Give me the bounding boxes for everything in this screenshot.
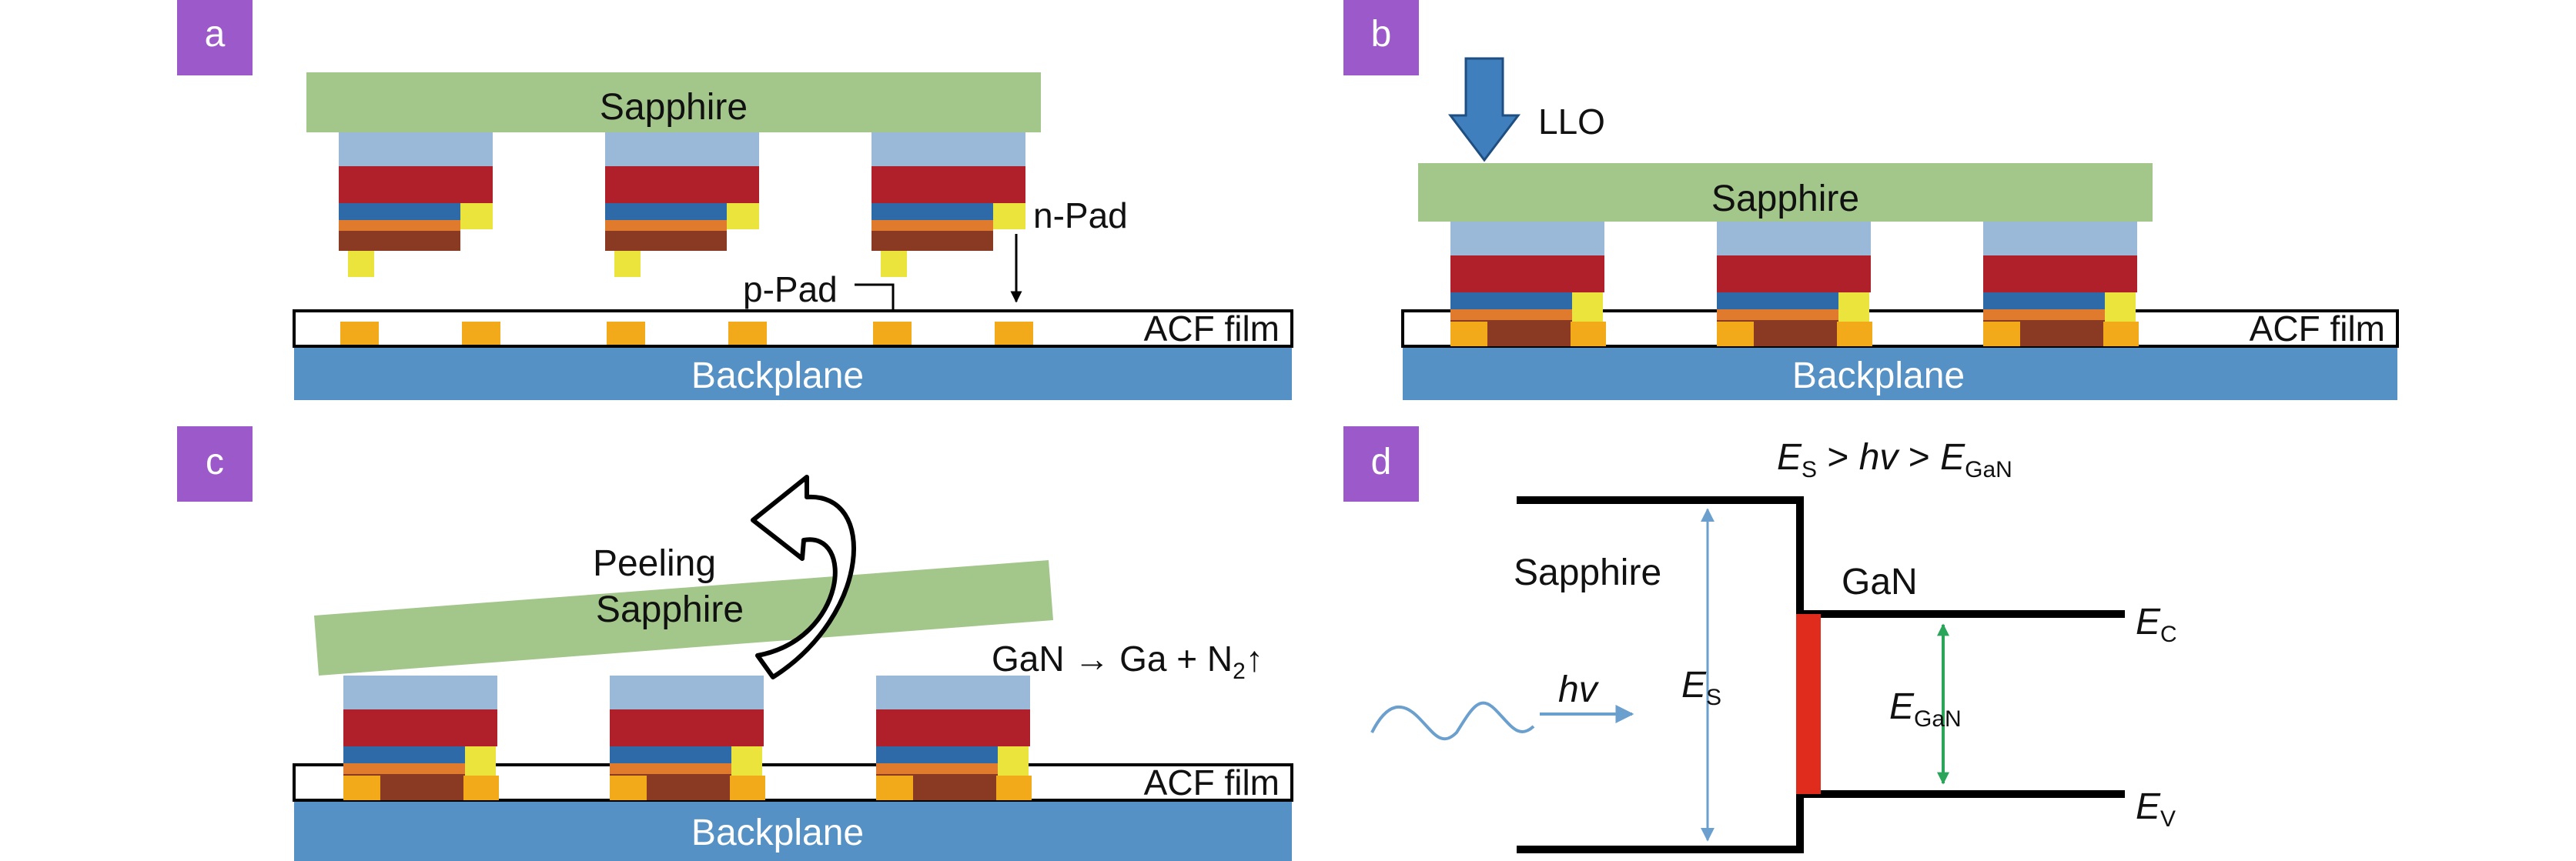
p-pad-label: p-Pad — [743, 269, 838, 309]
panel-label-c: c — [206, 442, 224, 482]
panel-label-a: a — [205, 14, 226, 55]
conduction-band-edge — [1517, 496, 2125, 618]
n-pad — [993, 203, 1025, 229]
ec-label: EC — [2136, 602, 2177, 647]
led-chip — [1717, 222, 1872, 346]
panel-label-a-box — [177, 0, 253, 75]
acf-film-label: ACF film — [2250, 309, 2385, 349]
led-chip — [343, 676, 499, 800]
sapphire-substrate — [306, 72, 1041, 132]
panel-c: c Peeling Sapphire GaN → Ga + N2↑ — [177, 426, 1293, 861]
led-chip — [610, 676, 765, 800]
photon-wave-icon — [1370, 701, 1535, 741]
panel-a: a Sapphire — [177, 0, 1293, 400]
peeling-label: Peeling — [593, 543, 716, 584]
led-chip — [876, 676, 1032, 800]
valence-band-edge — [1517, 790, 2125, 853]
n-pad — [460, 203, 493, 229]
backplane — [294, 348, 1292, 400]
llo-label: LLO — [1538, 102, 1605, 142]
n-pad-label: n-Pad — [1033, 195, 1128, 235]
sapphire-substrate — [1418, 163, 2153, 222]
p-pad — [614, 251, 641, 277]
backplane-label: Backplane — [691, 813, 864, 853]
p-pad — [881, 251, 907, 277]
sapphire-label: Sapphire — [1514, 552, 1661, 593]
led-chip — [1983, 222, 2139, 346]
panel-label-d-box — [1343, 426, 1419, 502]
llo-arrow-icon — [1447, 57, 1521, 162]
es-label: ES — [1681, 665, 1721, 710]
backplane-contact-pads — [340, 322, 1033, 345]
sapphire-label: Sapphire — [596, 589, 744, 630]
led-chip — [339, 132, 493, 277]
gan-label: GaN — [1842, 562, 1918, 602]
peeling-sapphire-substrate — [314, 560, 1053, 676]
panel-label-b-box — [1343, 0, 1419, 75]
backplane-label: Backplane — [691, 355, 864, 396]
panel-label-c-box — [177, 426, 253, 502]
acf-film-label: ACF film — [1144, 763, 1280, 803]
peeling-arrow-icon — [751, 475, 856, 679]
led-chip — [1450, 222, 1606, 346]
energy-condition: ES > hv > EGaN — [1777, 437, 2012, 482]
panel-label-d: d — [1371, 442, 1392, 482]
panel-label-b: b — [1371, 14, 1392, 55]
led-chip — [871, 132, 1025, 277]
hv-label: hv — [1558, 669, 1600, 710]
sapphire-label: Sapphire — [600, 87, 748, 128]
reaction-equation: GaN → Ga + N2↑ — [992, 639, 1263, 684]
backplane-label: Backplane — [1792, 355, 1965, 396]
acf-film-label: ACF film — [1144, 309, 1280, 349]
ev-label: EV — [2136, 786, 2176, 832]
p-pad — [348, 251, 374, 277]
acf-film — [293, 309, 1293, 348]
panel-b: b LLO Sapphire — [1343, 0, 2399, 400]
backplane — [1403, 348, 2397, 400]
sapphire-label: Sapphire — [1711, 179, 1859, 219]
led-chip — [605, 132, 759, 277]
n-pad — [727, 203, 759, 229]
backplane — [294, 802, 1292, 861]
panel-d: d ES > hv > EGaN Sapphire GaN ES EGaN EC… — [1343, 426, 2177, 853]
egan-label: EGaN — [1889, 686, 1962, 732]
interface-absorption-layer — [1796, 614, 1821, 794]
